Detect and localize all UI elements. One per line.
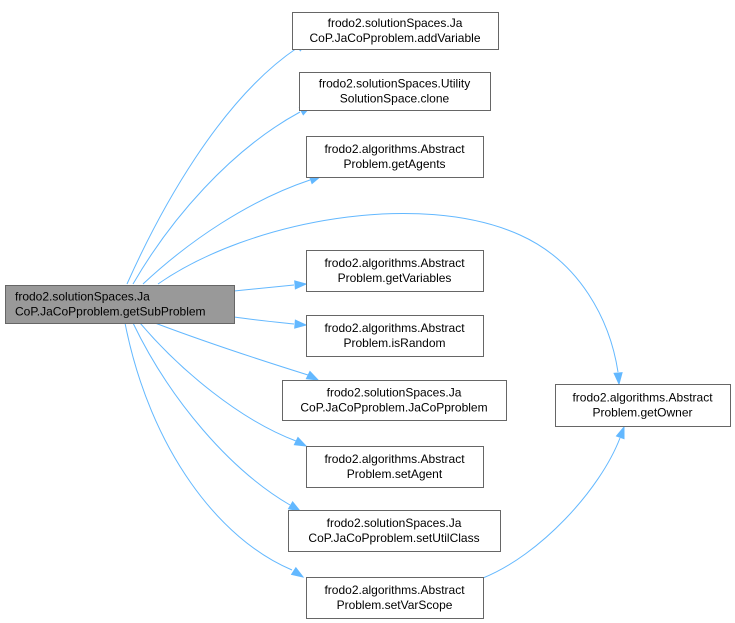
node-box[interactable] (306, 136, 484, 178)
edge-line (157, 213, 619, 373)
arrowhead-icon (290, 566, 305, 578)
edge-line (482, 437, 621, 579)
node-box[interactable] (5, 285, 235, 324)
node-label-line: frodo2.algorithms.Abstract (324, 583, 465, 597)
arrowhead-icon (287, 501, 302, 512)
node-box[interactable] (306, 446, 484, 488)
node-label-line: frodo2.algorithms.Abstract (324, 142, 465, 156)
edge-line (233, 316, 295, 325)
node-label-line: frodo2.solutionSpaces.Ja (327, 386, 462, 400)
edge-line (132, 111, 301, 285)
node-box[interactable] (306, 250, 484, 292)
node-label-line: frodo2.algorithms.Abstract (572, 391, 713, 405)
node-getAgents[interactable]: frodo2.algorithms.AbstractProblem.getAge… (306, 136, 484, 178)
arrowhead-icon (615, 425, 625, 440)
node-label-line: frodo2.algorithms.Abstract (324, 256, 465, 270)
node-isRandom[interactable]: frodo2.algorithms.AbstractProblem.isRand… (306, 315, 484, 357)
arrowhead-icon (613, 372, 623, 386)
node-box[interactable] (555, 384, 731, 427)
node-label-line: CoP.JaCoPproblem.addVariable (310, 31, 481, 45)
node-label-line: Problem.isRandom (343, 336, 445, 350)
node-addVariable[interactable]: frodo2.solutionSpaces.JaCoP.JaCoPproblem… (292, 12, 499, 50)
arrowhead-icon (305, 370, 320, 381)
arrowhead-icon (294, 319, 308, 329)
node-box[interactable] (288, 510, 501, 552)
node-label-line: CoP.JaCoPproblem.JaCoPproblem (300, 401, 487, 415)
node-JaCoPproblem[interactable]: frodo2.solutionSpaces.JaCoP.JaCoPproblem… (282, 380, 507, 421)
node-label-line: frodo2.algorithms.Abstract (324, 452, 465, 466)
node-box[interactable] (299, 72, 491, 111)
node-setAgent[interactable]: frodo2.algorithms.AbstractProblem.setAge… (306, 446, 484, 488)
node-label-line: Problem.setVarScope (337, 598, 453, 612)
node-box[interactable] (306, 315, 484, 357)
nodes-layer: frodo2.solutionSpaces.JaCoP.JaCoPproblem… (5, 12, 731, 619)
node-getSubProblem[interactable]: frodo2.solutionSpaces.JaCoP.JaCoPproblem… (5, 285, 235, 324)
node-clone[interactable]: frodo2.solutionSpaces.UtilitySolutionSpa… (299, 72, 491, 111)
node-label-line: Problem.getOwner (592, 406, 692, 420)
node-label-line: frodo2.solutionSpaces.Ja (328, 16, 463, 30)
node-label-line: frodo2.solutionSpaces.Ja (327, 516, 462, 530)
node-label-line: SolutionSpace.clone (340, 92, 450, 106)
node-box[interactable] (292, 12, 499, 50)
node-setUtilClass[interactable]: frodo2.solutionSpaces.JaCoP.JaCoPproblem… (288, 510, 501, 552)
node-label-line: Problem.setAgent (347, 467, 443, 481)
node-label-line: Problem.getVariables (338, 271, 452, 285)
edge-line (233, 284, 295, 292)
node-label-line: frodo2.solutionSpaces.Utility (319, 77, 470, 91)
edge-line (154, 322, 309, 376)
node-box[interactable] (306, 577, 484, 619)
node-label-line: frodo2.algorithms.Abstract (324, 321, 465, 335)
edge-line (139, 322, 297, 442)
node-getOwner[interactable]: frodo2.algorithms.AbstractProblem.getOwn… (555, 384, 731, 427)
node-label-line: frodo2.solutionSpaces.Ja (15, 290, 150, 304)
node-label-line: Problem.getAgents (343, 157, 445, 171)
edge-line (142, 179, 311, 285)
node-getVariables[interactable]: frodo2.algorithms.AbstractProblem.getVar… (306, 250, 484, 292)
node-label-line: CoP.JaCoPproblem.getSubProblem (15, 305, 206, 319)
arrowhead-icon (293, 436, 308, 447)
node-box[interactable] (282, 380, 507, 421)
arrowhead-icon (294, 280, 308, 290)
edge-line (132, 322, 291, 506)
node-label-line: CoP.JaCoPproblem.setUtilClass (308, 531, 479, 545)
edge-line (124, 322, 293, 571)
node-setVarScope[interactable]: frodo2.algorithms.AbstractProblem.setVar… (306, 577, 484, 619)
edge-line (126, 47, 298, 285)
